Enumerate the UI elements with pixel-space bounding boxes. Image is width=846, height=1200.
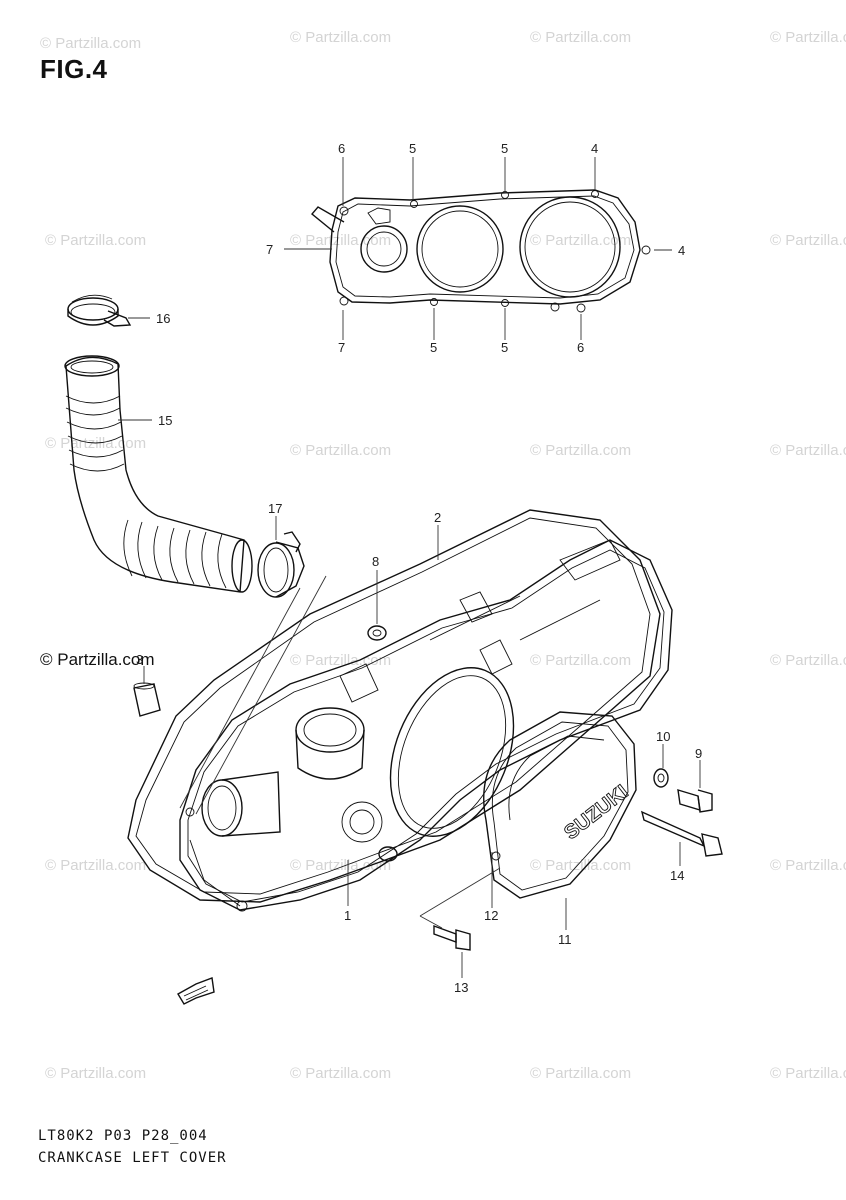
watermark: © Partzilla.com — [290, 442, 391, 459]
watermark: © Partzilla.com — [770, 857, 846, 874]
callout-17: 17 — [268, 501, 282, 516]
callout-14: 14 — [670, 868, 684, 883]
callout-2: 2 — [434, 510, 441, 525]
figure-title: FIG.4 — [40, 54, 108, 84]
front-arrow-icon — [177, 977, 215, 1005]
callout-13: 13 — [454, 980, 468, 995]
watermark: © Partzilla.com — [770, 29, 846, 46]
callout-1: 1 — [344, 908, 351, 923]
callout-12: 12 — [484, 908, 498, 923]
callout-10: 10 — [656, 729, 670, 744]
callout-11: 11 — [558, 932, 572, 947]
watermark: © Partzilla.com — [770, 1065, 846, 1082]
callout-3: 3 — [136, 652, 143, 667]
watermark-layer: © Partzilla.com © Partzilla.com © Partzi… — [40, 29, 846, 1082]
figure-name: CRANKCASE LEFT COVER — [38, 1150, 227, 1166]
brand-mark: SUZUKI — [560, 781, 632, 844]
callout-4: 4 — [591, 141, 598, 156]
part-clamp-16 — [67, 294, 132, 327]
part-bolt-14 — [640, 810, 723, 857]
part-gasket-2 — [127, 509, 661, 903]
part-clamp-17 — [257, 531, 305, 598]
watermark: © Partzilla.com — [530, 1065, 631, 1082]
watermark: © Partzilla.com — [770, 232, 846, 249]
callout-7: 7 — [338, 340, 345, 355]
watermark: © Partzilla.com — [290, 29, 391, 46]
callout-7: 7 — [266, 242, 273, 257]
watermark: © Partzilla.com — [40, 35, 141, 52]
callout-9: 9 — [695, 746, 702, 761]
part-cover-1 — [179, 539, 673, 912]
watermark: © Partzilla.com — [530, 857, 631, 874]
callout-6: 6 — [338, 141, 345, 156]
watermark: © Partzilla.com — [530, 442, 631, 459]
callout-5: 5 — [430, 340, 437, 355]
watermark: © Partzilla.com — [45, 857, 146, 874]
part-bolt-9 — [677, 789, 713, 813]
watermark: © Partzilla.com — [770, 652, 846, 669]
watermark: © Partzilla.com — [530, 232, 631, 249]
callout-4: 4 — [678, 243, 685, 258]
callout-5: 5 — [501, 141, 508, 156]
callout-5: 5 — [501, 340, 508, 355]
part-seal — [378, 846, 398, 862]
part-hose-15 — [64, 355, 253, 593]
watermark: © Partzilla.com — [45, 1065, 146, 1082]
leader-lines — [118, 157, 701, 978]
callout-labels: 6 5 5 4 4 7 7 5 5 6 16 15 17 2 8 3 1 10 … — [136, 141, 702, 995]
watermark: © Partzilla.com — [530, 29, 631, 46]
watermark: © Partzilla.com — [45, 232, 146, 249]
part-washer-8 — [367, 625, 387, 641]
part-dowel-3 — [133, 682, 161, 717]
watermark: © Partzilla.com — [290, 232, 391, 249]
watermark: © Partzilla.com — [770, 442, 846, 459]
watermark: © Partzilla.com — [290, 1065, 391, 1082]
watermark: © Partzilla.com — [290, 857, 391, 874]
part-gasket-upper — [311, 189, 651, 313]
callout-16: 16 — [156, 311, 170, 326]
watermark: © Partzilla.com — [45, 435, 146, 452]
part-bolt-13 — [433, 925, 471, 951]
callout-15: 15 — [158, 413, 172, 428]
watermark: © Partzilla.com — [530, 652, 631, 669]
callout-6: 6 — [577, 340, 584, 355]
callout-8: 8 — [372, 554, 379, 569]
callout-5: 5 — [409, 141, 416, 156]
watermark-featured: © Partzilla.com — [40, 650, 155, 669]
figure-code: LT80K2 P03 P28_004 — [38, 1128, 208, 1144]
watermark: © Partzilla.com — [290, 652, 391, 669]
part-washer-10 — [653, 768, 669, 788]
